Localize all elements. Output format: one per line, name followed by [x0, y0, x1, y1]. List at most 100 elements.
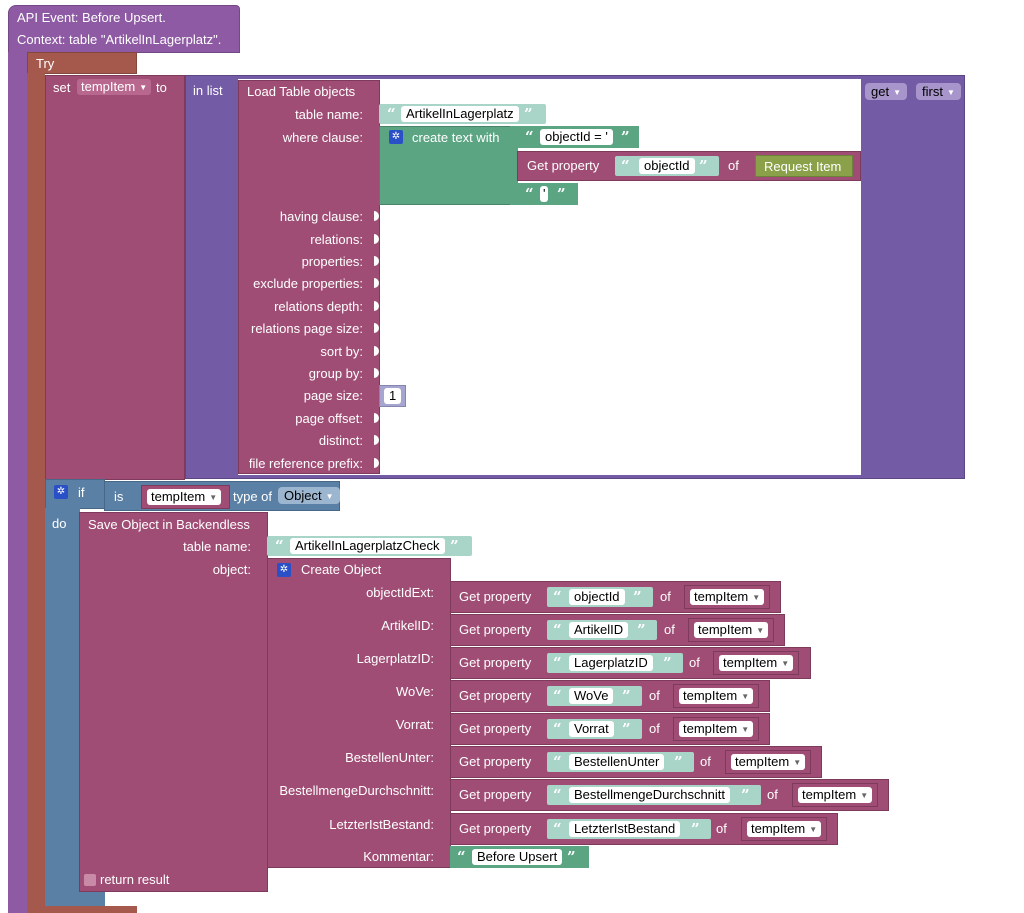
source-variable-dropdown[interactable]: tempItem▼ — [731, 754, 806, 770]
property-field[interactable]: BestellenUnter — [569, 754, 665, 770]
get-property-row[interactable]: Get property “ objectId ” of tempItem▼ — [450, 581, 781, 613]
gear-icon[interactable]: ✲ — [54, 485, 68, 499]
field-label-WoVe: WoVe: — [395, 684, 434, 699]
source-variable-block[interactable]: tempItem▼ — [792, 783, 878, 807]
table-name-field[interactable]: ArtikelInLagerplatz — [401, 106, 519, 122]
save-table-name-field[interactable]: ArtikelInLagerplatzCheck — [290, 538, 445, 554]
field-label-Kommentar: Kommentar: — [363, 849, 434, 864]
property-name-string[interactable]: “ objectId ” — [615, 156, 719, 176]
set-variable-block[interactable]: set tempItem▼ to — [45, 75, 185, 480]
create-text-block[interactable]: ✲ create text with — [379, 126, 517, 205]
source-variable-block[interactable]: tempItem▼ — [684, 585, 770, 609]
property-string[interactable]: “ objectId ” — [547, 587, 653, 607]
chevron-down-icon: ▼ — [946, 88, 955, 97]
source-variable-block[interactable]: tempItem▼ — [673, 684, 759, 708]
if-variable-block[interactable]: tempItem▼ — [141, 485, 230, 509]
get-property-label: Get property — [459, 821, 532, 836]
get-property-row[interactable]: Get property “ BestellmengeDurchschnitt … — [450, 779, 889, 811]
get-property-row[interactable]: Get property “ LagerplatzID ” of tempIte… — [450, 647, 811, 679]
source-variable-dropdown[interactable]: tempItem▼ — [747, 821, 822, 837]
property-field[interactable]: LetzterIstBestand — [569, 821, 681, 837]
source-variable-dropdown[interactable]: tempItem▼ — [798, 787, 873, 803]
return-result-checkbox[interactable] — [84, 874, 96, 886]
close-quote-icon: ” — [699, 157, 708, 175]
property-string[interactable]: “ BestellenUnter ” — [547, 752, 694, 772]
param-group-by: group by: — [308, 366, 363, 381]
property-name-field[interactable]: objectId — [639, 158, 695, 174]
open-quote-icon: “ — [457, 848, 466, 866]
close-quote-icon: ” — [621, 128, 630, 146]
get-property-row[interactable]: Get property “ BestellenUnter ” of tempI… — [450, 746, 822, 778]
source-variable-block[interactable]: tempItem▼ — [673, 717, 759, 741]
property-field[interactable]: Vorrat — [569, 721, 614, 737]
close-quote-icon: ” — [637, 621, 646, 639]
request-item-block[interactable]: Request Item — [755, 155, 853, 177]
input-notch — [374, 323, 379, 333]
source-variable-block[interactable]: tempItem▼ — [725, 750, 811, 774]
load-table-block[interactable]: Load Table objects table name: where cla… — [238, 80, 380, 474]
property-string[interactable]: “ BestellmengeDurchschnitt ” — [547, 785, 761, 805]
source-variable-dropdown[interactable]: tempItem▼ — [694, 622, 769, 638]
property-string[interactable]: “ WoVe ” — [547, 686, 642, 706]
get-property-row[interactable]: Get property “ LetzterIstBestand ” of te… — [450, 813, 838, 845]
of-label: of — [660, 589, 671, 604]
get-dropdown[interactable]: get▼ — [865, 83, 907, 100]
try-block[interactable]: Try — [27, 52, 137, 74]
property-string[interactable]: “ Vorrat ” — [547, 719, 642, 739]
if-block[interactable]: ✲ if — [45, 479, 105, 509]
text-part3-field[interactable]: ' — [540, 186, 549, 202]
text-part1-field[interactable]: objectId = ' — [540, 129, 613, 145]
chevron-down-icon: ▼ — [741, 692, 750, 701]
get-property-row[interactable]: Get property “ WoVe ” of tempItem▼ — [450, 680, 770, 712]
type-dropdown[interactable]: Object▼ — [278, 487, 340, 504]
property-field[interactable]: BestellmengeDurchschnitt — [569, 787, 731, 803]
set-label: set — [53, 80, 71, 95]
first-dropdown[interactable]: first▼ — [916, 83, 961, 100]
param-table-name: table name: — [295, 107, 363, 122]
event-hat-block[interactable]: API Event: Before Upsert. Context: table… — [8, 5, 240, 53]
get-property-row[interactable]: Get property “ Vorrat ” of tempItem▼ — [450, 713, 770, 745]
kommentar-field[interactable]: Before Upsert — [472, 849, 563, 865]
property-field[interactable]: ArtikelID — [569, 622, 629, 638]
get-property-block[interactable]: Get property “ objectId ” of Request Ite… — [517, 151, 861, 181]
source-variable-dropdown[interactable]: tempItem▼ — [719, 655, 794, 671]
property-string[interactable]: “ ArtikelID ” — [547, 620, 657, 640]
property-field[interactable]: objectId — [569, 589, 625, 605]
param-distinct: distinct: — [318, 433, 363, 448]
text-part3-block[interactable]: “ ' ” — [517, 183, 578, 205]
if-variable-dropdown[interactable]: tempItem▼ — [147, 489, 222, 505]
get-property-row[interactable]: Get property “ ArtikelID ” of tempItem▼ — [450, 614, 785, 646]
source-variable-block[interactable]: tempItem▼ — [713, 651, 799, 675]
source-variable-block[interactable]: tempItem▼ — [688, 618, 774, 642]
property-field[interactable]: LagerplatzID — [569, 655, 653, 671]
event-title: API Event: Before Upsert. — [17, 10, 166, 25]
source-variable-block[interactable]: tempItem▼ — [741, 817, 827, 841]
text-part1-block[interactable]: “ objectId = ' ” — [517, 126, 639, 148]
source-variable-dropdown[interactable]: tempItem▼ — [690, 589, 765, 605]
chevron-down-icon: ▼ — [741, 725, 750, 734]
source-variable-dropdown[interactable]: tempItem▼ — [679, 688, 754, 704]
create-object-block[interactable]: ✲ Create Object objectIdExt: ArtikelID: … — [267, 558, 451, 868]
save-object-block[interactable]: Save Object in Backendless table name: o… — [79, 512, 268, 892]
try-label: Try — [36, 56, 55, 71]
gear-icon[interactable]: ✲ — [277, 563, 291, 577]
property-string[interactable]: “ LetzterIstBestand ” — [547, 819, 711, 839]
in-list-label: in list — [193, 83, 223, 98]
property-string[interactable]: “ LagerplatzID ” — [547, 653, 683, 673]
to-label: to — [156, 80, 167, 95]
event-hat-body — [8, 52, 28, 913]
table-name-string-block[interactable]: “ ArtikelInLagerplatz ” — [379, 104, 546, 124]
type-of-label: type of — [233, 489, 273, 504]
gear-icon[interactable]: ✲ — [389, 130, 403, 144]
open-quote-icon: “ — [553, 588, 562, 606]
source-variable-name: tempItem — [723, 655, 778, 670]
is-type-block[interactable]: is tempItem▼ type of Object▼ — [104, 481, 340, 511]
kommentar-string-block[interactable]: “ Before Upsert ” — [450, 846, 589, 868]
save-table-name-string[interactable]: “ ArtikelInLagerplatzCheck ” — [267, 536, 472, 556]
source-variable-dropdown[interactable]: tempItem▼ — [679, 721, 754, 737]
input-notch — [374, 278, 379, 288]
page-size-field[interactable]: 1 — [384, 388, 402, 404]
set-variable-dropdown[interactable]: tempItem▼ — [77, 79, 152, 95]
page-size-number-block[interactable]: 1 — [379, 385, 406, 407]
property-field[interactable]: WoVe — [569, 688, 614, 704]
